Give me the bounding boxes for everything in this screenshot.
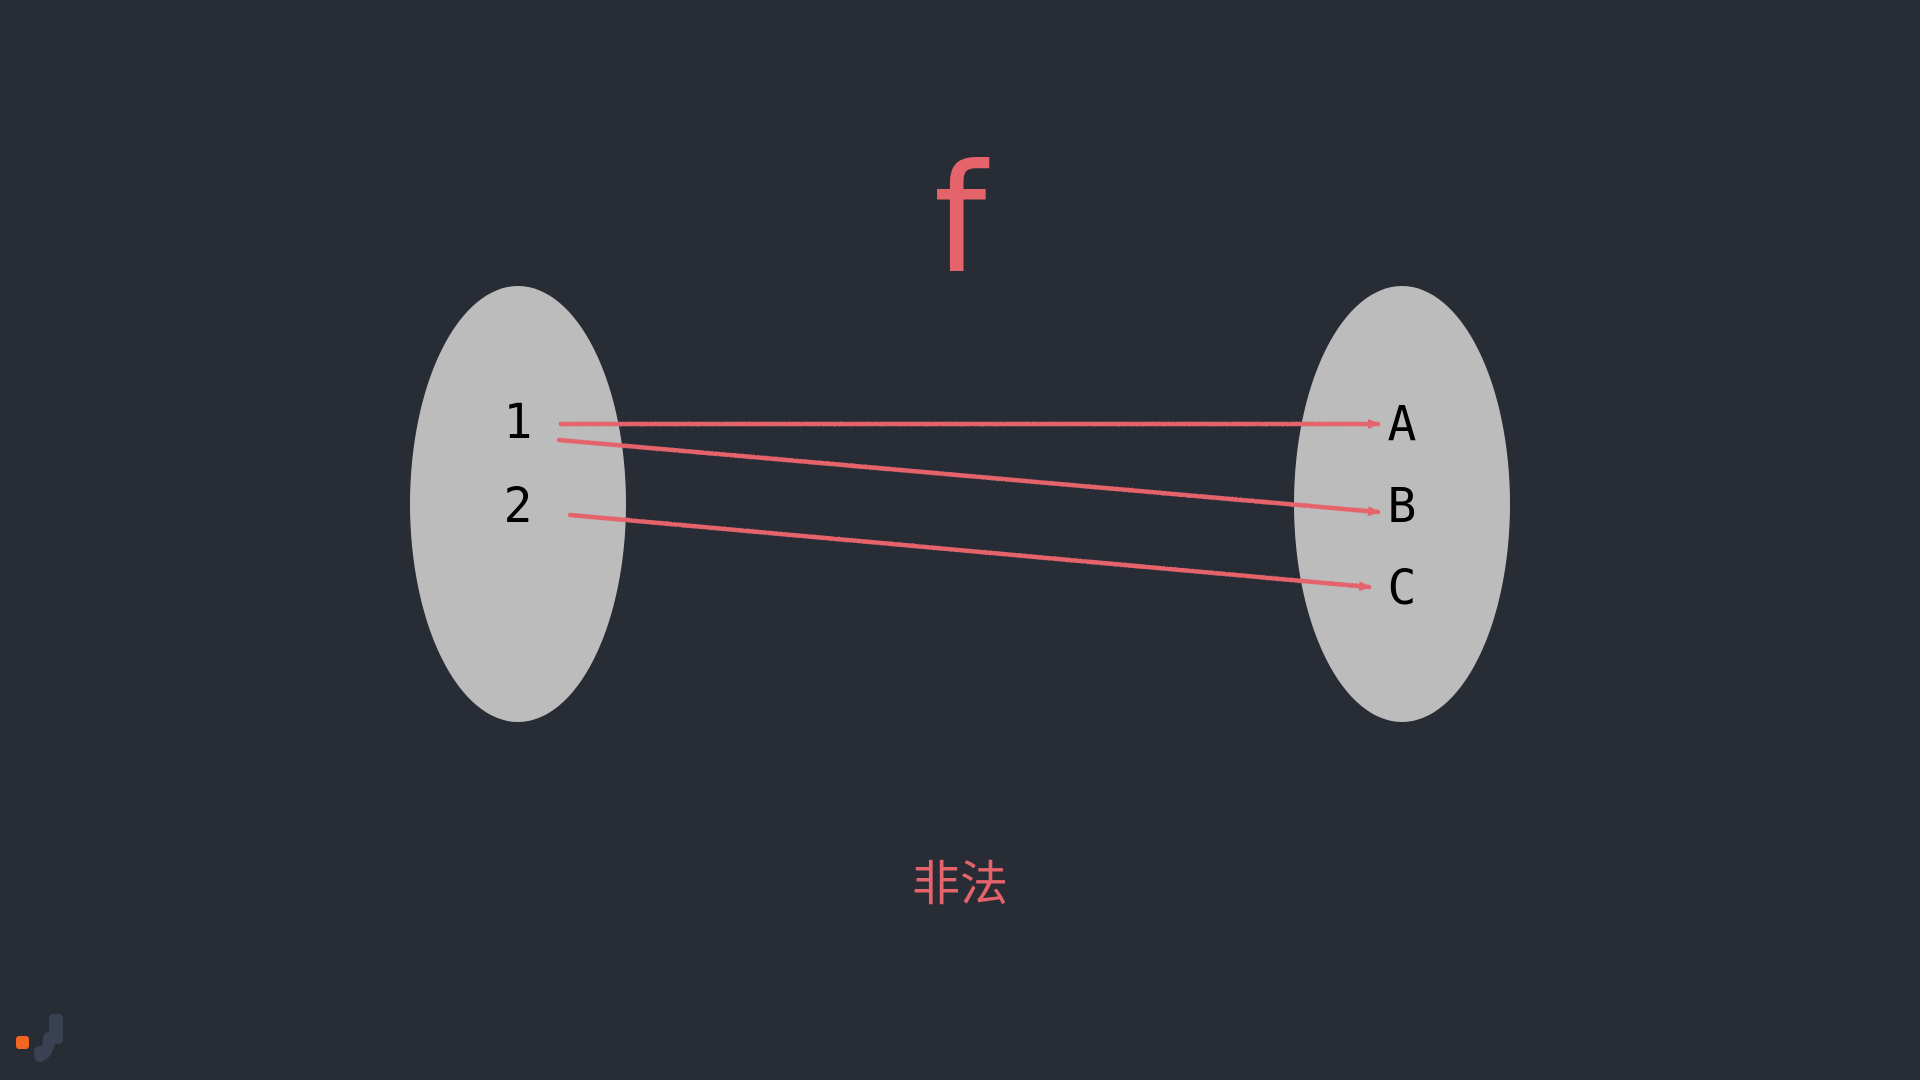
domain-set-ellipse [410, 286, 626, 722]
mapping-arrow-1-to-b [556, 437, 1381, 517]
codomain-element-b: B [1388, 478, 1417, 534]
brand-logo-icon [16, 1014, 63, 1062]
mapping-arrow-2-to-c [567, 512, 1372, 592]
caption-illegal: 非法 [911, 856, 1008, 912]
codomain-element-c: C [1388, 560, 1417, 616]
domain-element-1: 1 [504, 394, 533, 450]
codomain-element-a: A [1388, 396, 1417, 452]
domain-element-2: 2 [504, 478, 533, 534]
codomain-set-ellipse [1294, 286, 1510, 722]
function-title: f [933, 133, 987, 307]
